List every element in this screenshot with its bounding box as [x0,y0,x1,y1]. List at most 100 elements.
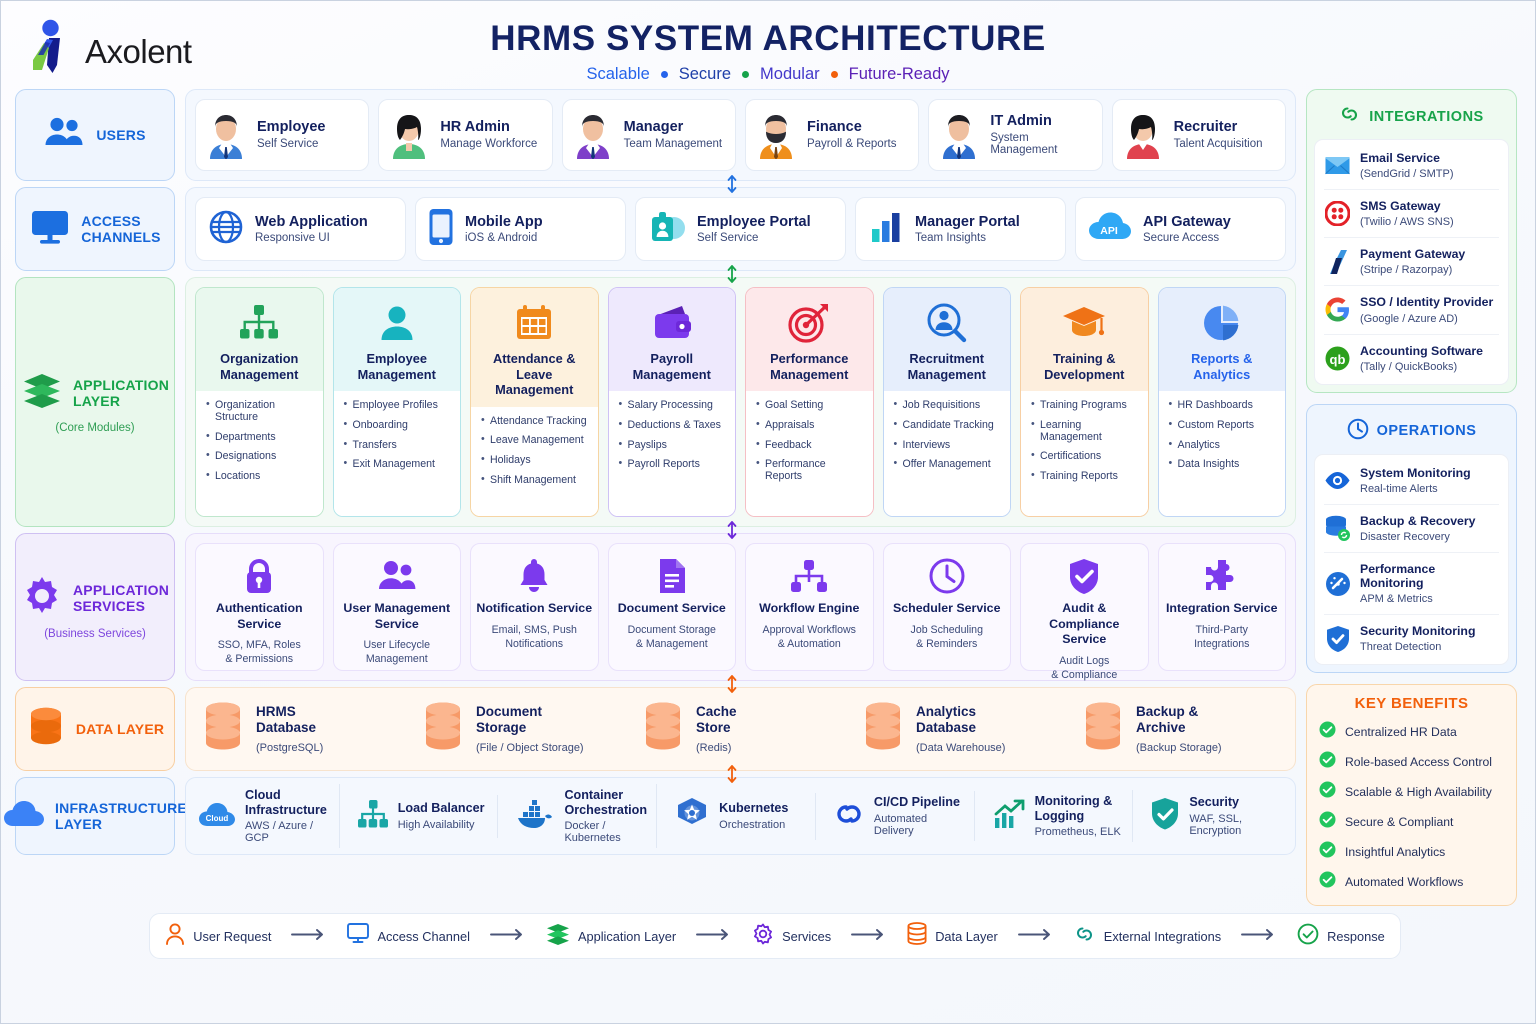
user-card-it-admin[interactable]: IT Admin System Management [928,99,1103,171]
operation-subtitle: Threat Detection [1360,641,1442,654]
operation-row-system-monitoring[interactable]: System Monitoring Real-time Alerts [1324,457,1499,505]
service-card-document-service[interactable]: Document Service Document Storage& Manag… [607,543,736,671]
module-card-employee-management[interactable]: Employee Management Employee Profiles On… [332,287,461,517]
operations-panel: OPERATIONS System Monitoring [1306,403,1517,674]
integration-row-email-service[interactable]: Email Service (SendGrid / SMTP) [1324,142,1499,191]
person-icon [340,299,455,347]
operation-row-performance-monitoring[interactable]: Performance Monitoring APM & Metrics [1324,553,1499,616]
integration-row-sms-gateway[interactable]: SMS Gateway (Twilio / AWS SNS) [1324,190,1499,239]
calendar-icon [477,299,592,347]
channel-card-web-application[interactable]: Web Application Responsive UI [195,197,406,261]
user-card-manager[interactable]: Manager Team Management [561,99,736,171]
module-card-reports-analytics[interactable]: Reports & Analytics HR Dashboards Custom… [1157,287,1286,517]
operation-row-security-monitoring[interactable]: Security Monitoring Threat Detection [1324,615,1499,662]
integration-subtitle: (Stripe / Razorpay) [1360,264,1453,277]
infra-card-load-balancer[interactable]: Load Balancer High Availability [349,794,499,838]
integration-row-sso-identity-provider[interactable]: SSO / Identity Provider (Google / Azure … [1324,286,1499,335]
users-row-label: USERS [15,89,175,181]
infra-card-monitoring-logging[interactable]: Monitoring & Logging Prometheus, ELK [984,790,1134,842]
channel-card-api-gateway[interactable]: API API Gateway Secure Access [1075,197,1286,261]
channel-card-mobile-app[interactable]: Mobile App iOS & Android [415,197,626,261]
infra-title: Monitoring & Logging [1034,794,1113,823]
subtitle-dot-1 [660,71,668,78]
module-card-training-development[interactable]: Training & Development Training Programs… [1020,287,1149,517]
gear-outline-icon [752,923,774,950]
benefit-label: Secure & Compliant [1345,815,1454,830]
channel-card-employee-portal[interactable]: Employee Portal Self Service [635,197,846,261]
service-subtitle: SSO, MFA, Roles& Permissions [217,639,301,666]
service-card-scheduler-service[interactable]: Scheduler Service Job Scheduling& Remind… [882,543,1011,671]
service-subtitle: Audit Logs& Compliance [1051,654,1118,681]
integration-subtitle: (Twilio / AWS SNS) [1360,216,1454,229]
org-chart-icon [202,299,317,347]
integration-subtitle: (Tally / QuickBooks) [1360,360,1458,373]
infra-card-security[interactable]: Security WAF, SSL, Encryption [1142,791,1291,840]
infra-subtitle: AWS / Azure / GCP [245,819,314,844]
service-card-workflow-engine[interactable]: Workflow Engine Approval Workflows& Auto… [745,543,874,671]
module-card-payroll-management[interactable]: Payroll Management Salary Processing Ded… [607,287,736,517]
module-feature: Organization Structure [206,399,315,423]
integration-title: Payment Gateway [1360,247,1466,262]
infra-card-kubernetes[interactable]: Kubernetes Orchestration [666,792,816,840]
data-layer-label: DATA LAYER [15,687,175,771]
service-title: Authentication Service [215,601,303,631]
module-feature: Locations [206,470,315,483]
module-card-recruitment-management[interactable]: Recruitment Management Job Requisitions … [882,287,1011,517]
user-card-hr-admin[interactable]: HR Admin Manage Workforce [378,99,553,171]
check-circle-icon [1319,811,1336,833]
users-row: USERS [15,89,1296,193]
data-card-backup-archive[interactable]: Backup &Archive (Backup Storage) [1075,697,1286,762]
desktop-monitor-icon [29,209,71,250]
channel-card-manager-portal[interactable]: Manager Portal Team Insights [855,197,1066,261]
module-feature: Job Requisitions [894,399,1003,412]
user-card-employee[interactable]: Employee Self Service [195,99,370,171]
service-card-audit-compliance-service[interactable]: Audit & Compliance Service Audit Logs& C… [1020,543,1149,681]
data-layer-row: DATA LAYER [15,687,1296,783]
benefit-label: Insightful Analytics [1345,845,1446,860]
benefit-row: Secure & Compliant [1319,811,1504,833]
users-group-icon [44,116,86,155]
database-stack-icon [861,701,905,758]
benefit-label: Automated Workflows [1345,875,1464,890]
infra-card-cloud-infrastructure[interactable]: Cloud Cloud Infrastructure AWS / Azure /… [190,784,340,848]
subtitle-dot-3 [830,71,838,78]
user-card-finance[interactable]: Finance Payroll & Reports [744,99,920,171]
module-feature: Salary Processing [619,399,728,412]
operation-row-backup-recovery[interactable]: Backup & Recovery Disaster Recovery [1324,505,1499,553]
module-feature: Transfers [344,439,453,452]
user-card-recruiter[interactable]: Recruiter Talent Acquisition [1111,99,1286,171]
operation-title: System Monitoring [1360,465,1471,480]
integration-row-payment-gateway[interactable]: Payment Gateway (Stripe / Razorpay) [1324,238,1499,287]
service-card-authentication-service[interactable]: Authentication Service SSO, MFA, Roles& … [195,543,324,671]
module-feature-list: HR Dashboards Custom Reports Analytics D… [1158,391,1285,516]
integration-row-accounting-software[interactable]: qb Accounting Software (Tally / QuickBoo… [1324,335,1499,382]
module-title: Employee Management [357,351,436,382]
load-balancer-icon [357,799,389,834]
application-services-sublabel: (Business Services) [44,627,146,640]
module-feature: Exit Management [344,458,453,471]
module-feature: Feedback [756,439,865,452]
check-circle-icon [1319,841,1336,863]
infra-card-container-orchestration[interactable]: Container Orchestration Docker / Kuberne… [507,784,658,848]
users-icon [339,554,456,598]
channel-title: API Gateway [1143,214,1231,230]
infra-card-cicd-pipeline[interactable]: CI/CD Pipeline Automated Delivery [825,791,975,841]
module-card-organization-management[interactable]: Organization Management Organization Str… [195,287,324,517]
user-card-subtitle: Team Management [623,137,723,150]
operation-title: Security Monitoring [1360,624,1476,639]
module-card-attendance-leave-management[interactable]: Attendance & Leave Management Attendance… [470,287,599,517]
key-benefits-title: KEY BENEFITS [1354,695,1469,713]
integrations-panel: INTEGRATIONS Email Service [1306,89,1517,393]
module-card-performance-management[interactable]: Performance Management Goal Setting Appr… [745,287,874,517]
